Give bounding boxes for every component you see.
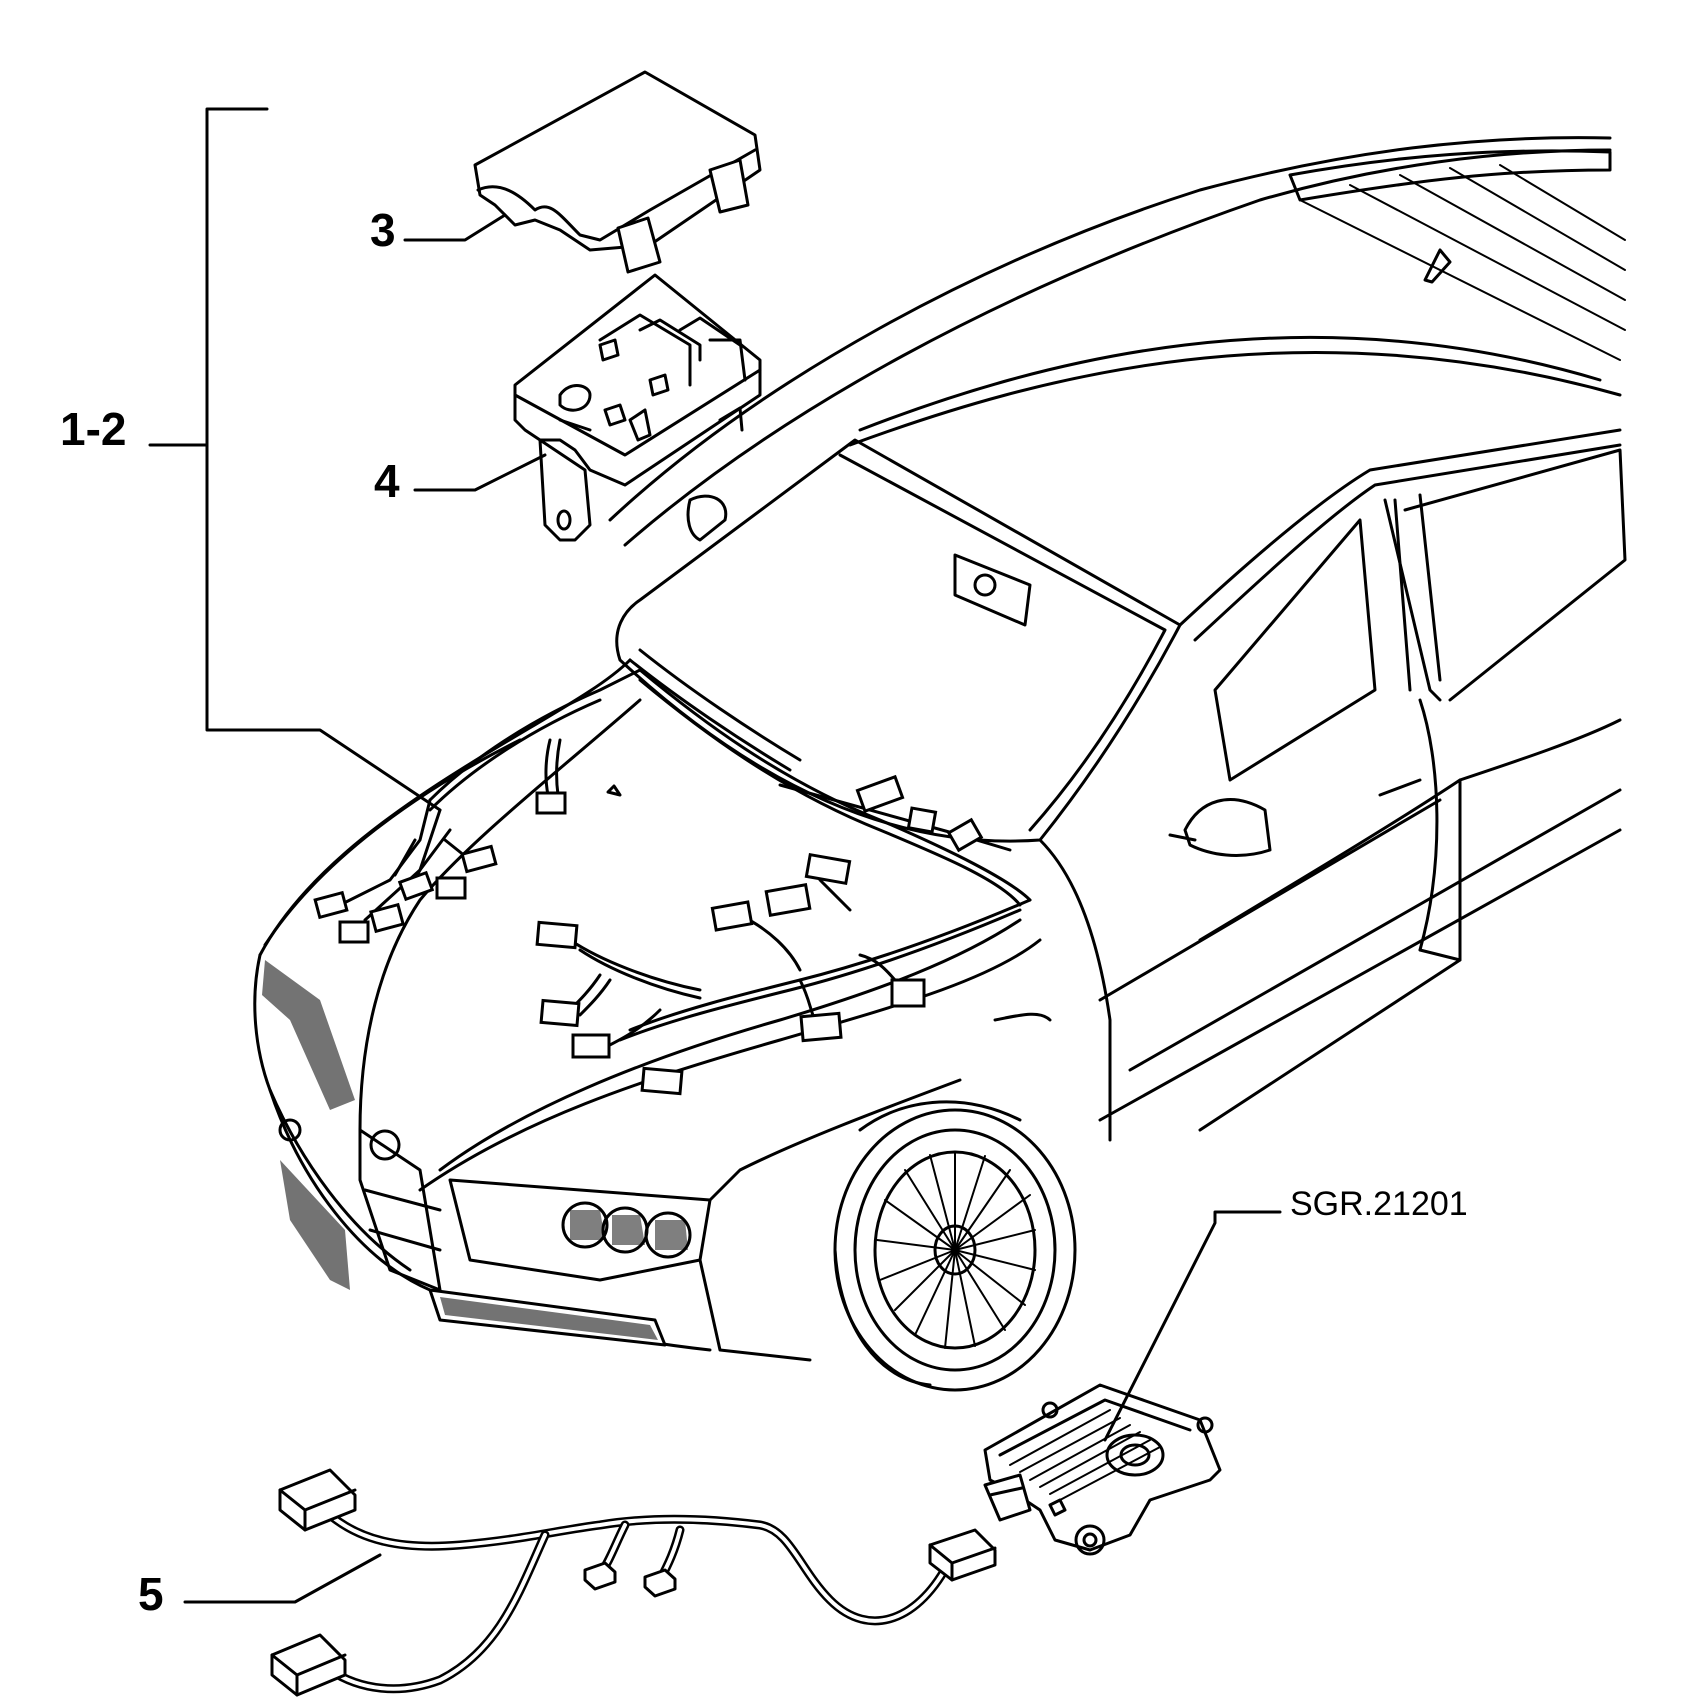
callout-cover-3: 3 xyxy=(370,204,396,256)
callout-harness-5: 5 xyxy=(138,1568,164,1620)
engine-bay-harness xyxy=(313,648,1032,1096)
wiring-harness xyxy=(270,1468,997,1697)
fuse-box-base xyxy=(513,273,762,542)
car-illustration xyxy=(253,136,1627,1392)
callout-fuse-box-4: 4 xyxy=(374,455,400,507)
control-module xyxy=(983,1383,1222,1556)
leader-lines xyxy=(148,107,1282,1604)
reference-code: SGR.21201 xyxy=(1290,1185,1468,1223)
callout-group-1-2: 1-2 xyxy=(60,403,126,455)
front-wheel xyxy=(833,1100,1077,1392)
fuse-box-cover xyxy=(473,70,762,274)
